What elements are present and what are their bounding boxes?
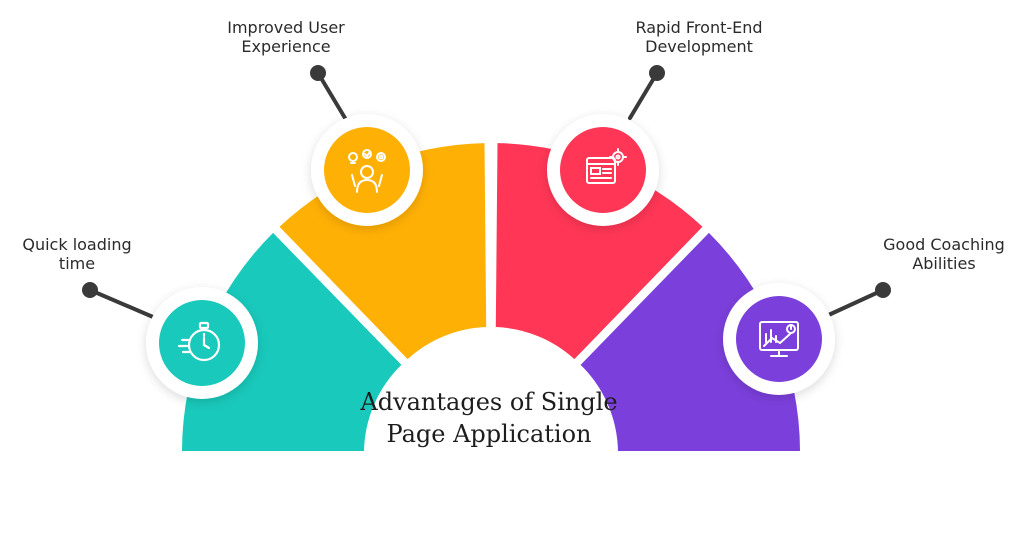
label-line: Quick loading <box>22 235 132 254</box>
icon-circle-coaching <box>723 283 835 395</box>
connector-front-end <box>628 71 659 120</box>
connector-coaching <box>820 288 885 320</box>
title-line-1: Advantages of Single <box>360 388 618 416</box>
stopwatch-icon <box>177 321 221 362</box>
label-line: Abilities <box>912 254 976 273</box>
title-line-2: Page Application <box>386 420 592 448</box>
connector-user-experience <box>316 71 347 120</box>
segment-quick-loading <box>182 232 402 451</box>
connectors <box>88 71 885 322</box>
label-quick-loading: Quick loading time <box>4 235 150 273</box>
connector-quick-loading <box>88 288 162 322</box>
monitor-chart-icon <box>759 321 799 357</box>
connector-dots <box>82 65 891 298</box>
icon-circle-quick-loading <box>146 287 258 399</box>
dot-front-end <box>649 65 665 81</box>
label-user-experience: Improved User Experience <box>208 18 364 56</box>
user-ideas-icon <box>348 149 386 193</box>
icon-circle-user-experience <box>311 114 423 226</box>
dot-coaching <box>875 282 891 298</box>
label-line: time <box>58 254 96 273</box>
label-coaching: Good Coaching Abilities <box>866 235 1022 273</box>
browser-gear-icon <box>586 148 627 184</box>
diagram-title: Advantages of Single Page Application <box>360 386 618 450</box>
dot-user-experience <box>310 65 326 81</box>
label-line: Rapid Front-End <box>635 18 763 37</box>
icon-circle-front-end <box>547 114 659 226</box>
segment-coaching <box>580 232 800 451</box>
dot-quick-loading <box>82 282 98 298</box>
label-line: Experience <box>241 37 331 56</box>
label-line: Development <box>645 37 753 56</box>
label-front-end: Rapid Front-End Development <box>612 18 786 56</box>
label-line: Good Coaching <box>883 235 1005 254</box>
label-line: Improved User <box>227 18 345 37</box>
